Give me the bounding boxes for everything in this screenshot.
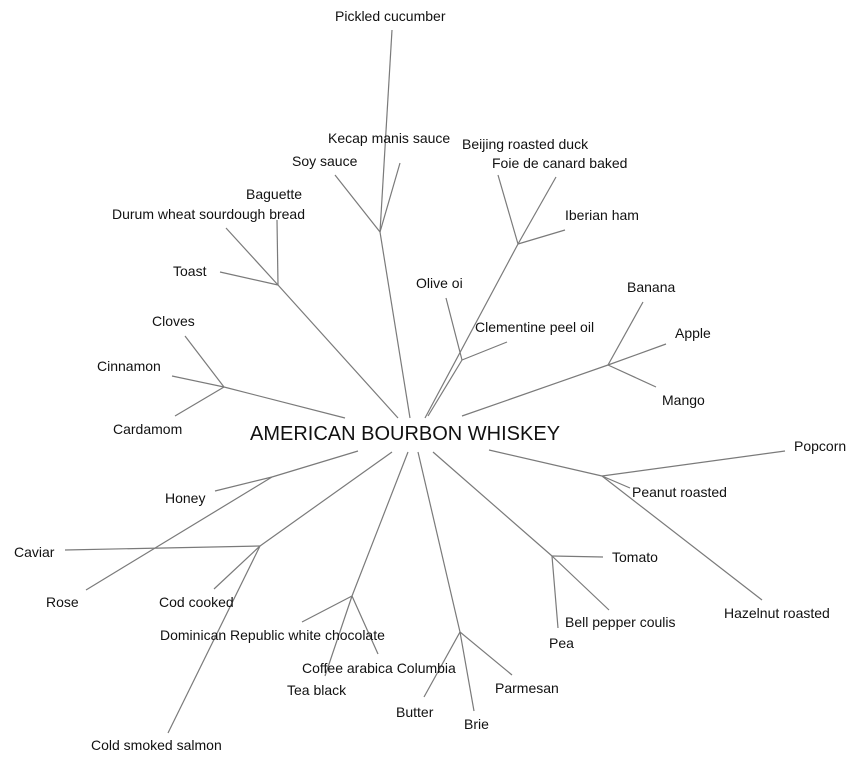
edge: [64, 545, 261, 551]
edge: [432, 451, 553, 557]
branches: [64, 29, 786, 734]
edge: [223, 386, 346, 419]
edge: [459, 631, 513, 676]
edge: [213, 545, 261, 590]
edge: [601, 475, 763, 601]
edge: [601, 450, 786, 477]
leaf-label: Hazelnut roasted: [724, 605, 830, 621]
leaf-label: Iberian ham: [565, 207, 639, 223]
edge: [517, 229, 566, 245]
leaf-label: Dominican Republic white chocolate: [160, 627, 385, 643]
edge: [497, 174, 519, 245]
edge: [167, 545, 261, 734]
leaf-label: Popcorn: [794, 438, 846, 454]
leaf-label: Honey: [165, 490, 205, 506]
edge: [301, 595, 353, 623]
edge: [379, 29, 393, 233]
edge: [174, 386, 225, 417]
edge: [461, 341, 508, 361]
leaf-label: Tomato: [612, 549, 658, 565]
edge: [461, 364, 609, 417]
edge: [517, 176, 557, 245]
edge: [423, 631, 461, 698]
edge: [488, 449, 603, 477]
edge: [601, 475, 631, 489]
root-label: AMERICAN BOURBON WHISKEY: [250, 423, 560, 445]
leaf-label: Rose: [46, 594, 79, 610]
edge: [459, 631, 475, 712]
edge: [551, 555, 559, 629]
leaf-label: Butter: [396, 704, 434, 720]
edge: [225, 227, 279, 286]
leaf-label: Cloves: [152, 313, 195, 329]
leaf-label: Clementine peel oil: [475, 319, 594, 335]
edge: [551, 555, 604, 558]
leaf-label: Olive oi: [416, 275, 463, 291]
edge: [607, 301, 644, 366]
edge: [351, 451, 409, 597]
edge: [259, 451, 393, 547]
leaf-label: Coffee arabica Columbia: [302, 660, 456, 676]
leaf-label: Pea: [549, 635, 574, 651]
edge: [219, 271, 279, 286]
edge: [351, 595, 379, 655]
edge: [379, 231, 411, 419]
leaf-label: Brie: [464, 716, 489, 732]
edge: [184, 335, 225, 388]
edge: [271, 450, 359, 478]
leaf-label: Pickled cucumber: [335, 8, 446, 24]
edge: [417, 451, 461, 633]
edge: [427, 359, 463, 417]
leaf-label: Durum wheat sourdough bread: [112, 206, 305, 222]
leaf-label: Caviar: [14, 544, 55, 560]
leaf-label: Baguette: [246, 186, 302, 202]
edge: [607, 343, 667, 366]
edge: [607, 364, 657, 388]
edge: [85, 476, 273, 591]
edge: [379, 162, 401, 233]
edge: [445, 297, 463, 361]
leaf-label: Foie de canard baked: [492, 155, 627, 171]
edge: [214, 476, 273, 492]
edge: [171, 375, 225, 388]
leaf-label: Mango: [662, 392, 705, 408]
edge: [276, 219, 279, 286]
leaf-label: Toast: [173, 263, 207, 279]
edge: [334, 174, 381, 233]
edge: [551, 555, 610, 611]
leaf-label: Cold smoked salmon: [91, 737, 222, 753]
leaf-label: Bell pepper coulis: [565, 614, 676, 630]
edge: [324, 595, 353, 677]
edge: [424, 243, 519, 419]
leaf-label: Cardamom: [113, 421, 182, 437]
leaf-label: Kecap manis sauce: [328, 130, 450, 146]
leaf-label: Tea black: [287, 682, 347, 698]
leaf-label: Cinnamon: [97, 358, 161, 374]
leaf-label: Beijing roasted duck: [462, 136, 589, 152]
leaf-label: Soy sauce: [292, 153, 358, 169]
leaf-label: Apple: [675, 325, 711, 341]
edge: [277, 284, 399, 419]
leaf-label: Peanut roasted: [632, 484, 727, 500]
leaf-label: Parmesan: [495, 680, 559, 696]
leaf-label: Cod cooked: [159, 594, 234, 610]
leaf-label: Banana: [627, 279, 675, 295]
